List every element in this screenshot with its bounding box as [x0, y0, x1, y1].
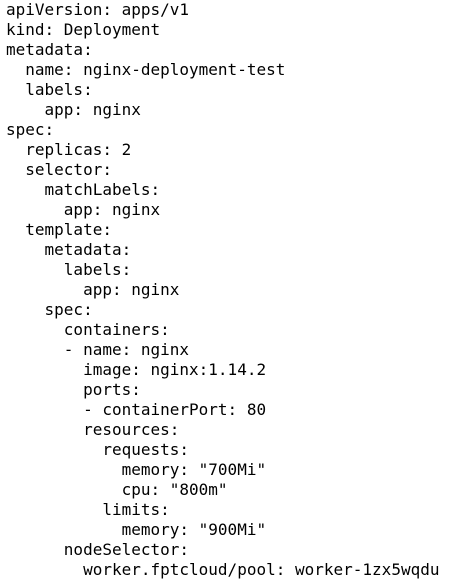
code-line-5: labels:: [6, 80, 93, 99]
code-line-29: worker.fptcloud/pool: worker-1zx5wqdu: [6, 560, 440, 579]
code-line-27: memory: "900Mi": [6, 520, 267, 539]
code-line-23: requests:: [6, 440, 190, 459]
code-line-3: metadata:: [6, 40, 93, 59]
code-line-8: replicas: 2: [6, 140, 132, 159]
code-line-21: - containerPort: 80: [6, 400, 267, 419]
code-line-4: name: nginx-deployment-test: [6, 60, 286, 79]
code-line-25: cpu: "800m": [6, 480, 228, 499]
code-line-1: apiVersion: apps/v1: [6, 0, 190, 19]
code-line-26: limits:: [6, 500, 170, 519]
code-line-17: containers:: [6, 320, 170, 339]
code-line-19: image: nginx:1.14.2: [6, 360, 267, 379]
code-line-2: kind: Deployment: [6, 20, 161, 39]
code-line-9: selector:: [6, 160, 112, 179]
code-line-13: metadata:: [6, 240, 132, 259]
code-line-24: memory: "700Mi": [6, 460, 267, 479]
code-line-28: nodeSelector:: [6, 540, 190, 559]
code-line-7: spec:: [6, 120, 55, 139]
code-line-18: - name: nginx: [6, 340, 190, 359]
code-line-11: app: nginx: [6, 200, 161, 219]
code-line-12: template:: [6, 220, 112, 239]
code-line-20: ports:: [6, 380, 141, 399]
code-line-22: resources:: [6, 420, 180, 439]
code-line-6: app: nginx: [6, 100, 141, 119]
code-line-10: matchLabels:: [6, 180, 161, 199]
code-line-16: spec:: [6, 300, 93, 319]
code-line-15: app: nginx: [6, 280, 180, 299]
code-line-14: labels:: [6, 260, 132, 279]
